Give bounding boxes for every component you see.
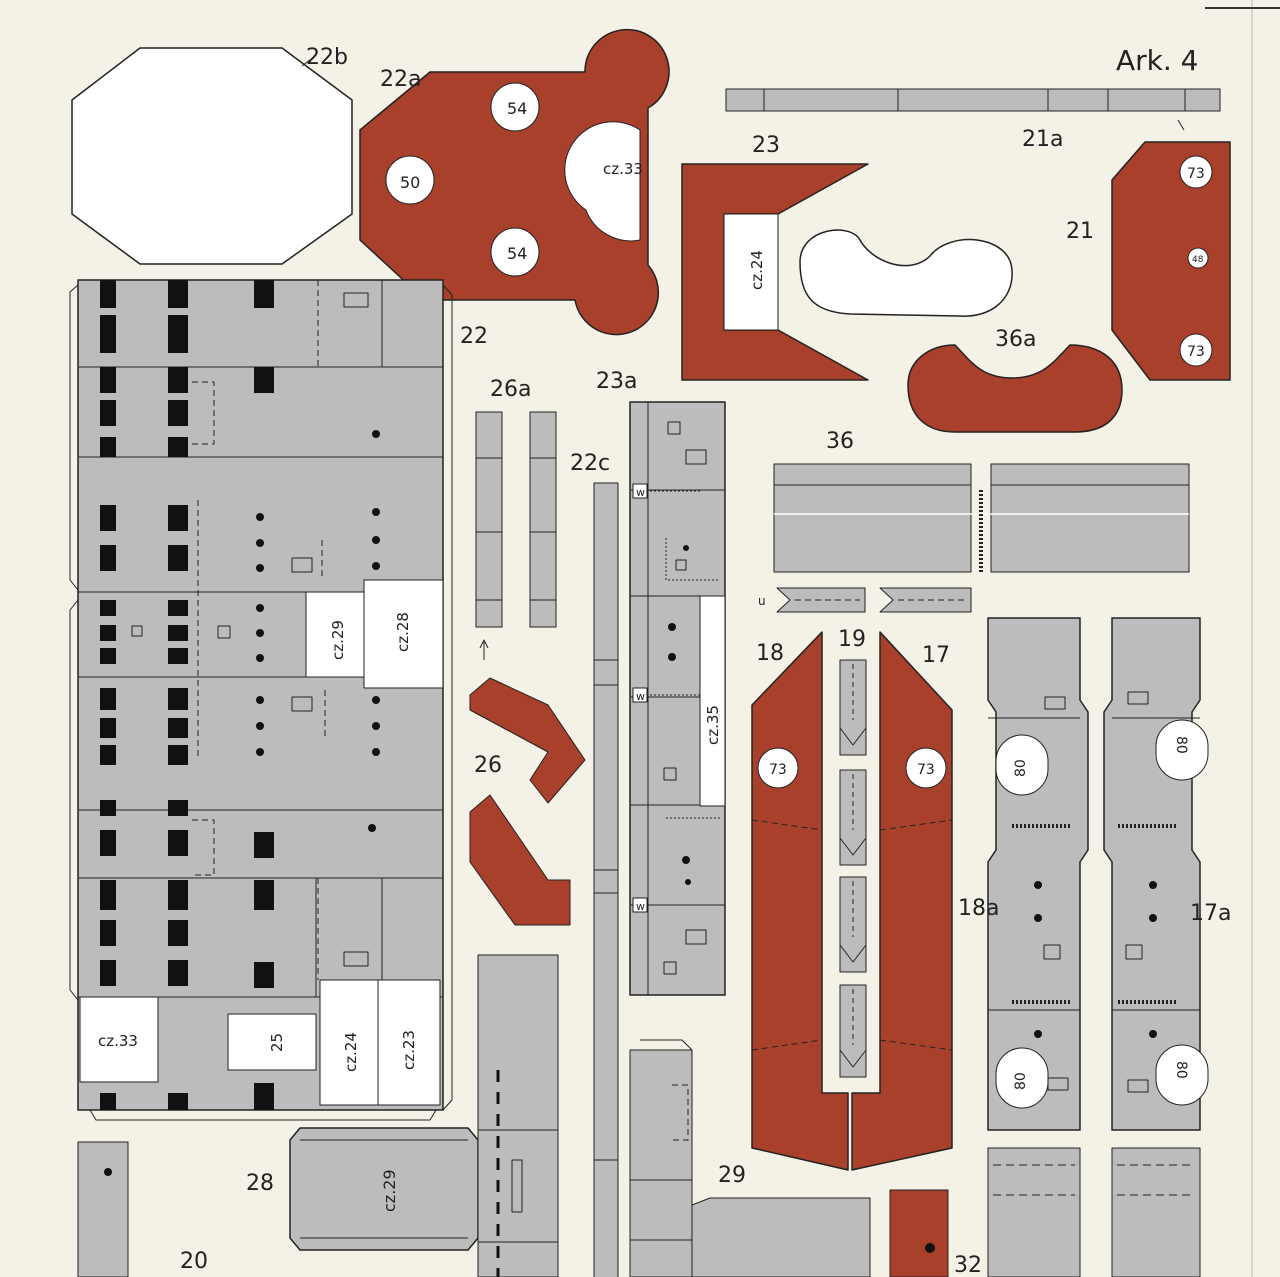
ref-cz33-top: cz.33 — [603, 160, 643, 178]
part-19: 19 — [838, 627, 867, 1078]
label-19: 19 — [838, 627, 866, 652]
label-17: 17 — [922, 643, 950, 668]
circle-50: 50 — [400, 173, 420, 192]
label-26: 26 — [474, 753, 502, 778]
part-outline-white — [799, 229, 1013, 317]
label-18a: 18a — [958, 896, 999, 921]
label-21a: 21a — [1022, 127, 1063, 152]
part-23: cz.24 23 — [681, 133, 869, 381]
circle-48: 48 — [1192, 255, 1204, 265]
ref-cz29-part28: cz.29 — [380, 1169, 399, 1212]
oval-80-18a-bottom: 80 — [1013, 1072, 1029, 1090]
part-20: 20 — [77, 1141, 208, 1277]
circle-73-bottom: 73 — [1187, 344, 1205, 360]
part-26a: 26a — [475, 377, 557, 660]
ref-cz23-panel: cz.23 — [400, 1030, 418, 1070]
circle-73-left: 73 — [769, 762, 787, 778]
part-21: 73 48 73 21 — [1066, 141, 1231, 381]
ref-cz29-panel: cz.29 — [329, 620, 347, 660]
part-32: 32 — [889, 1189, 982, 1277]
label-23a: 23a — [596, 369, 637, 394]
label-22: 22 — [460, 324, 488, 349]
mark-u: u — [758, 594, 766, 608]
oval-80-18a-top: 80 — [1013, 759, 1029, 777]
part-17: 73 17 — [851, 631, 953, 1171]
mark-w-2: w — [636, 690, 645, 703]
ref-cz24-top: cz.24 — [748, 250, 766, 290]
label-21: 21 — [1066, 219, 1094, 244]
label-23: 23 — [752, 133, 780, 158]
label-22b: 22b — [306, 45, 348, 70]
mark-w-3: w — [636, 900, 645, 913]
circle-54-top: 54 — [507, 99, 527, 118]
circle-73-right: 73 — [917, 762, 935, 778]
part-strip-center — [477, 954, 559, 1277]
label-29: 29 — [718, 1163, 746, 1188]
ref-cz28-panel: cz.28 — [394, 612, 412, 652]
part-21a: 21a — [725, 88, 1221, 152]
label-28: 28 — [246, 1171, 274, 1196]
ref-25: 25 — [268, 1033, 286, 1052]
part-36a: 36a — [907, 327, 1123, 433]
label-17a: 17a — [1190, 901, 1231, 926]
part-29: 29 — [629, 1039, 871, 1277]
circle-73-top: 73 — [1187, 166, 1205, 182]
ref-cz35: cz.35 — [704, 705, 722, 745]
oval-80-17a-top: 80 — [1173, 736, 1189, 754]
part-19-strips: u — [758, 587, 972, 613]
circle-54-bottom: 54 — [507, 244, 527, 263]
mark-w-1: w — [636, 486, 645, 499]
part-26: 26 — [469, 677, 586, 926]
part-22: cz.29 cz.28 cz.33 25 cz.24 cz.23 22 — [69, 279, 488, 1121]
ref-cz33-panel: cz.33 — [98, 1032, 138, 1050]
label-20: 20 — [180, 1249, 208, 1274]
label-22a: 22a — [380, 67, 421, 92]
part-22a: 50 54 54 cz.33 22a — [359, 28, 670, 336]
label-26a: 26a — [490, 377, 531, 402]
oval-80-17a-bottom: 80 — [1173, 1061, 1189, 1079]
label-22c: 22c — [570, 451, 610, 476]
label-18: 18 — [756, 641, 784, 666]
part-36: 36 — [773, 429, 1190, 573]
label-36a: 36a — [995, 327, 1036, 352]
label-36: 36 — [826, 429, 854, 454]
label-32: 32 — [954, 1253, 982, 1277]
part-18a: 80 80 18a — [958, 617, 1089, 1277]
ref-cz24-panel: cz.24 — [342, 1032, 360, 1072]
part-22c: 22c — [570, 451, 619, 1277]
part-18: 73 18 — [751, 631, 849, 1171]
part-17a: 80 80 17a — [1103, 617, 1231, 1277]
part-22b: 22b — [71, 45, 353, 265]
sheet-title: Ark. 4 — [1116, 44, 1199, 77]
part-23a: cz.35 w w w 23a — [596, 369, 726, 996]
